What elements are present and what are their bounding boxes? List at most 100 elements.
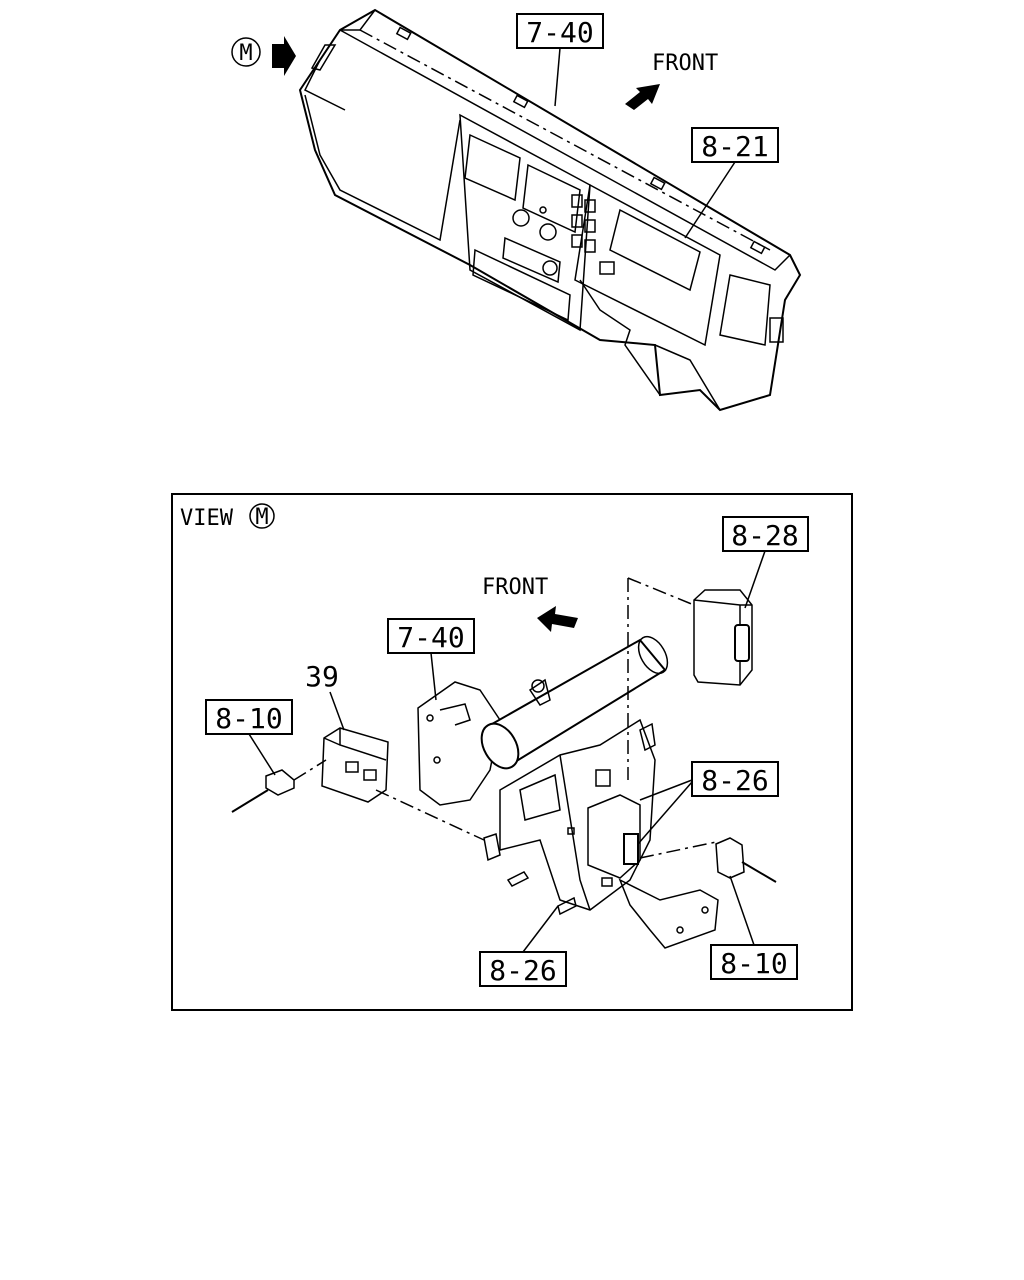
side-vent-slot [310,44,337,71]
wire-left [231,789,269,813]
leader-line [522,905,559,953]
callout-label: 8-26 [489,954,556,987]
bolt [639,722,656,752]
cluster-switch [571,214,583,228]
leader-line [684,161,736,239]
bracket-hole [676,926,684,934]
bolt [528,678,551,706]
callout-label: 8-10 [720,947,787,980]
dashboard-top-edge [339,29,791,271]
callout-box [710,944,798,980]
lower-console [472,248,571,322]
callout-box [722,516,809,552]
top-clip [649,176,666,191]
control-knob-small [539,206,547,214]
lower-cover [654,344,721,411]
front-arrow [537,606,578,632]
front-label: FRONT [652,51,718,76]
mount-line [375,789,485,841]
bolt-head [531,679,545,693]
side-vent [303,59,346,111]
leader-line [248,733,276,776]
callout-label: 8-28 [731,519,798,552]
callout-label: 8-26 [701,764,768,797]
leader-line [554,47,561,107]
control-knob [512,209,530,227]
view-marker-letter: M [255,505,268,530]
detail-frame [171,493,853,1011]
callout-box [516,13,604,49]
control-module-connector [734,624,750,662]
callout-box [691,761,779,797]
mounting-tab [483,833,501,862]
relay-39-slot [363,769,377,781]
bracket-hole [426,714,434,722]
cluster-switch [571,234,583,248]
view-m-detail: VIEW M FRONT [171,493,853,1011]
top-clip [395,26,412,41]
left-panel-face [304,94,461,242]
connector-line [293,759,327,781]
control-module [693,589,753,686]
right-connector [769,317,784,343]
view-marker-letter: M [239,41,252,66]
lower-bracket [618,878,719,949]
instrument-cluster-bezel [574,183,721,347]
right-end-panel [719,274,771,346]
switch-row [502,236,561,284]
callout-label: 7-40 [526,16,593,49]
callout-label: 7-40 [397,621,464,654]
bracket-detail [439,703,471,726]
control-knob [542,260,558,276]
callout-label: 8-21 [701,130,768,163]
top-clip [749,240,766,255]
relay-39-edge [323,737,341,746]
cluster-switch [599,261,615,275]
relay-connector [623,833,639,865]
connector-line [639,841,717,859]
wire-right [741,861,777,883]
front-label: FRONT [482,575,548,600]
module-mount-line [627,577,695,606]
center-vent-right [522,163,581,234]
bracket-hole [433,756,441,764]
control-knob [539,223,557,241]
callout-label: 8-10 [215,702,282,735]
plate-fold [559,754,591,911]
view-title: VIEW [180,506,234,531]
cluster-switch [584,239,596,253]
cross-tube-far-end [637,635,669,675]
plate-hole [601,877,613,887]
plate-hole [567,827,575,835]
relay-bracket-unit [587,794,641,879]
cluster-switch [584,219,596,233]
center-vent-left [464,133,521,202]
stud [557,896,577,916]
center-console [459,113,591,332]
relay-39-slot [345,761,359,773]
front-arrow [625,84,660,110]
connector-left [265,769,295,796]
view-marker-circle [249,503,275,529]
callout-box [479,951,567,987]
top-clip [512,94,529,109]
column-bracket [417,681,501,806]
cross-tube-end [480,722,520,770]
control-module-edge [693,599,752,606]
leader-line [329,691,345,731]
plate-detail [519,773,561,821]
leader-line [430,652,437,701]
instrument-cluster-display [609,208,701,292]
leader-line [729,875,755,946]
bracket-hole [701,906,709,914]
dashboard-outline [298,8,802,412]
leader-line [744,550,766,609]
cluster-switch [584,199,596,213]
dashboard-assembly: M [231,8,802,412]
part-number-39: 39 [305,660,339,693]
steering-column-cover [579,279,661,396]
relay-39-edge [339,728,387,761]
leader-line [637,781,693,845]
cluster-switch [571,194,583,208]
